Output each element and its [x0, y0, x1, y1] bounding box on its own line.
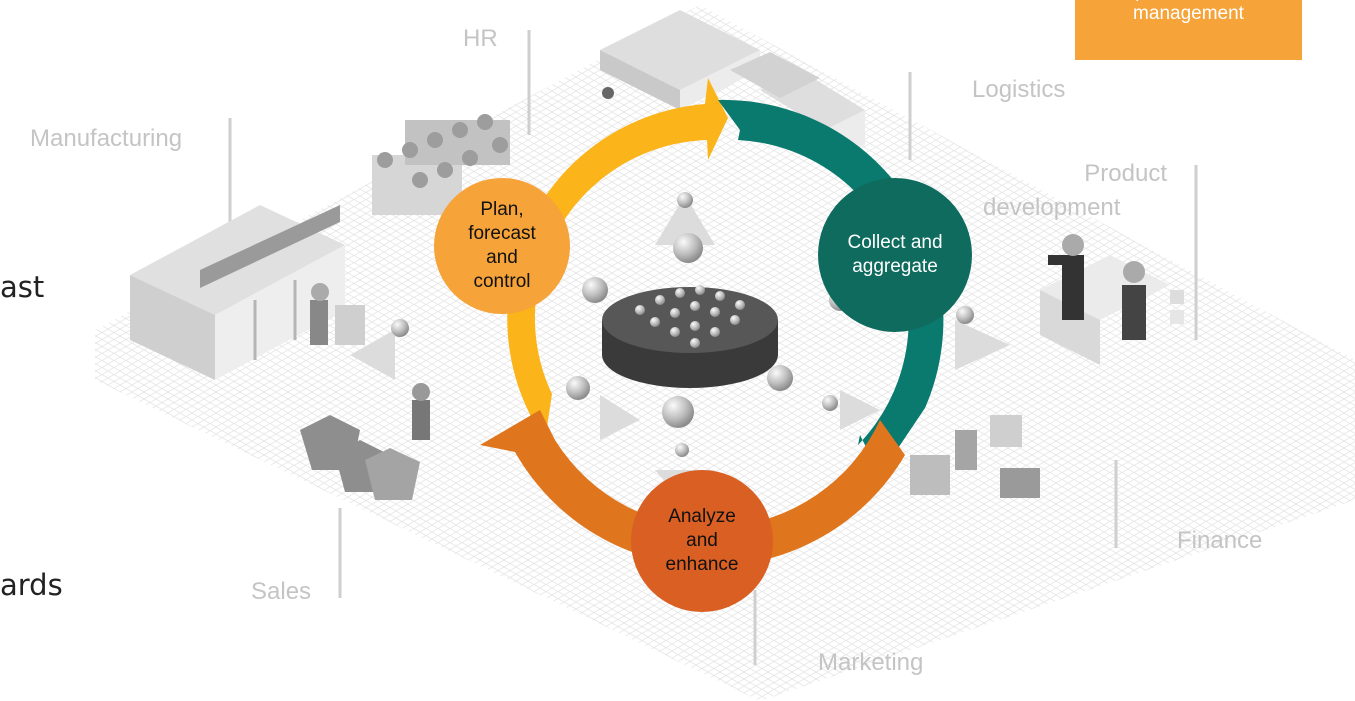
orange-cycle-arrow: [480, 410, 905, 567]
hr-people-icon: [372, 114, 510, 215]
data-spheres: [391, 192, 974, 457]
sales-shirts-icon: [300, 383, 430, 500]
central-database-icon: [602, 285, 778, 388]
clipped-text-line1: ast: [0, 270, 45, 304]
stage-analyze-line2: and: [686, 530, 718, 551]
stage-collect-line2: aggregate: [852, 256, 938, 277]
stage-plan-line2: forecast: [468, 223, 536, 244]
dept-label-sales: Sales: [251, 578, 312, 605]
stage-plan-forecast-control: Plan, forecast and control: [434, 178, 570, 314]
stage-analyze-line3: enhance: [665, 554, 739, 575]
finance-charts-icon: [910, 415, 1040, 498]
dept-label-manufacturing: Manufacturing: [30, 125, 183, 152]
dept-label-marketing: Marketing: [818, 649, 924, 676]
dept-label-product-line2: development: [983, 194, 1121, 221]
dept-label-logistics: Logistics: [972, 76, 1066, 103]
stage-plan-line4: control: [473, 271, 531, 292]
badge-line1: performance: [1075, 0, 1302, 3]
performance-management-badge: performance management: [1075, 0, 1302, 60]
manufacturing-worker-icon: [310, 283, 365, 345]
dept-label-finance: Finance: [1177, 527, 1263, 554]
manufacturing-building-icon: [130, 205, 345, 380]
dept-label-hr: HR: [463, 25, 498, 52]
stage-collect-aggregate: Collect and aggregate: [818, 178, 972, 332]
stage-analyze-enhance: Analyze and enhance: [631, 470, 773, 612]
stage-plan-line1: Plan,: [480, 199, 524, 220]
stage-plan-line3: and: [486, 247, 518, 268]
yellow-cycle-arrow: [507, 78, 728, 440]
dept-label-product-line1: Product: [1084, 160, 1167, 187]
product-development-icon: [1040, 234, 1184, 365]
stage-collect-line1: Collect and: [847, 232, 943, 253]
badge-line2: management: [1133, 3, 1244, 24]
stage-analyze-line1: Analyze: [668, 506, 736, 527]
clipped-text-line2: ards: [0, 568, 63, 602]
